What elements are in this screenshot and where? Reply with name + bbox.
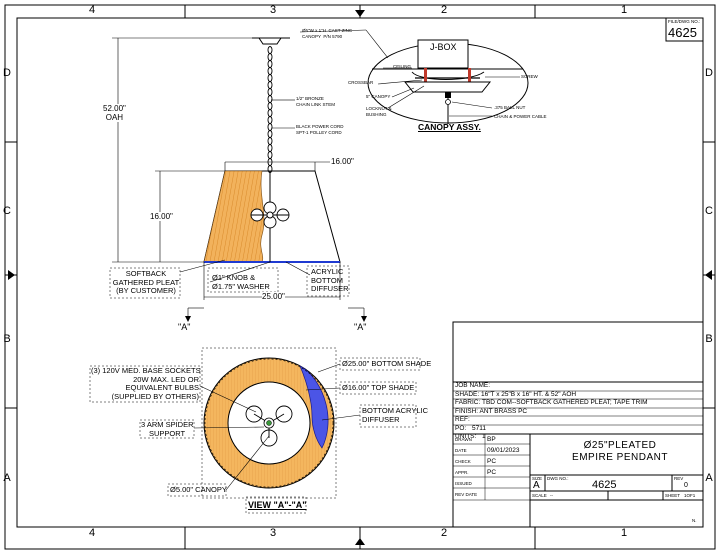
zone-row-c-left: C (3, 205, 11, 217)
pleated-fabric (203, 170, 265, 263)
tb-scale: -- (550, 493, 553, 498)
chain-note: 1/2" BRONZE CHAIN LINK STEM (296, 96, 336, 107)
tb-date: 09/01/2023 (487, 447, 520, 454)
tb-check: PC (487, 458, 497, 465)
tb-dwg: 4625 (592, 479, 617, 491)
tb-rev-date-label: REV DATE (455, 492, 478, 497)
top-diameter-dimension: 16.00" (331, 157, 354, 166)
tb-units: 1 (482, 433, 486, 440)
zone-row-b-left: B (3, 333, 11, 345)
tb-size-label: SIZE (532, 476, 543, 481)
canopy-bottom-note: Ø5.00" CANOPY (170, 485, 227, 494)
title-block-frame (452, 321, 704, 528)
zone-row-d-right: D (705, 67, 713, 79)
ball-nut-label: .375 BALL NUT (494, 105, 526, 110)
crossbar-label: CROSSBAR (348, 80, 374, 85)
file-number-box (665, 17, 704, 42)
center-mark-bottom (355, 538, 365, 545)
file-number-label: FILE/DWG NO.: (668, 19, 701, 24)
ceiling-label: CEILING (393, 64, 412, 69)
zone-col-1-top: 1 (620, 4, 628, 16)
tb-po-label: PO: (455, 425, 467, 432)
center-mark-top (355, 10, 365, 17)
sockets-note: (3) 120V MED. BASE SOCKETS 20W MAX. LED … (91, 366, 201, 401)
tb-sheet: 1OF1 (684, 493, 696, 498)
section-label-right: "A" (354, 322, 367, 332)
zone-col-3-top: 3 (269, 4, 277, 16)
tb-job-name: JOB NAME: (455, 382, 491, 389)
oah-dimension: 52.00" OAH (103, 104, 126, 122)
tb-scale-label: SCALE (532, 493, 547, 498)
center-mark-right (705, 270, 712, 280)
top-shade-note: Ø16.00" TOP SHADE (342, 383, 415, 392)
tb-po: 5711 (472, 425, 486, 432)
tb-fabric: FABRIC: TBD COM--SOFTBACK GATHERED PLEAT… (455, 399, 648, 406)
zone-col-2-top: 2 (440, 4, 448, 16)
zone-col-4-bottom: 4 (88, 527, 96, 539)
tb-ref: REF: (455, 416, 470, 423)
tb-rev: 0 (684, 482, 688, 489)
tb-dwg-label: DWG NO.: (547, 476, 569, 481)
acrylic-section (299, 365, 329, 449)
canopy-assembly-detail (299, 29, 529, 124)
zone-row-b-right: B (705, 333, 713, 345)
tb-corner-n: N. (692, 518, 697, 523)
elevation-view (109, 37, 367, 322)
spider-note: 3 ARM SPIDER SUPPORT (141, 420, 194, 438)
file-number: 4625 (668, 25, 697, 40)
tb-date-label: DATE (455, 448, 467, 453)
cord-note: BLACK POWER CORD SPT-1 POLLEY CORD (296, 124, 344, 135)
zone-col-2-bottom: 2 (440, 527, 448, 539)
tb-issued-label: ISSUED (455, 481, 472, 486)
tb-sheet-label: SHEET (665, 493, 681, 498)
tb-drawn: BP (487, 436, 496, 443)
tb-rev-label: REV (674, 476, 684, 481)
canopy-note: Ø5"W x 1"H CAST ZINC CANOPY P/N 5790 (302, 28, 353, 39)
center-mark-left (8, 270, 15, 280)
tb-product-title: Ø25"PLEATED EMPIRE PENDANT (572, 440, 668, 463)
tb-shade: SHADE: 16"T x 25"B x 16" HT. & 52" AOH (455, 391, 577, 398)
zone-row-d-left: D (3, 67, 11, 79)
bottom-view (89, 347, 421, 514)
tb-size: A (533, 480, 540, 491)
bottom-leaders (193, 363, 361, 491)
height-dimension: 16.00" (150, 212, 173, 221)
tb-units-label: UNITS: (455, 433, 477, 440)
screw-label: SCREW (521, 74, 538, 79)
chain-cable-label: CHAIN & POWER CABLE (494, 114, 547, 119)
locknut-label: LOCKNUT & BUSHING (366, 106, 392, 117)
softback-note: SOFTBACK GATHERED PLEAT (BY CUSTOMER) (112, 269, 180, 295)
knob-note: Ø1" KNOB & Ø1.75" WASHER (212, 273, 270, 291)
tb-finish: FINISH: ANT BRASS PC (455, 408, 528, 415)
jbox-label: J-BOX (430, 42, 457, 52)
zone-col-1-bottom: 1 (620, 527, 628, 539)
canopy-5in-label: 5" CANOPY (366, 94, 391, 99)
zone-row-c-right: C (705, 205, 713, 217)
zone-col-4-top: 4 (88, 4, 96, 16)
canopy-assy-title: CANOPY ASSY. (418, 122, 481, 132)
chain-stem (267, 46, 273, 173)
tb-check-label: CHECK (455, 459, 471, 464)
section-label-left: "A" (178, 322, 191, 332)
view-title: VIEW "A"-"A" (248, 500, 307, 510)
zone-row-a-left: A (3, 472, 11, 484)
tb-drawn-label: DRAWN (455, 437, 472, 442)
zone-col-3-bottom: 3 (269, 527, 277, 539)
bottom-shade-note: Ø25.00" BOTTOM SHADE (342, 359, 432, 368)
zone-row-a-right: A (705, 472, 713, 484)
socket-cluster (250, 201, 290, 229)
bottom-diameter-dimension: 25.00" (262, 292, 285, 301)
tb-appr-label: APPR. (455, 470, 469, 475)
diffuser-note: ACRYLIC BOTTOM DIFFUSER (311, 267, 349, 293)
tb-appr: PC (487, 469, 497, 476)
acrylic-note: BOTTOM ACRYLIC DIFFUSER (362, 406, 428, 424)
title-block-rows (453, 390, 703, 501)
